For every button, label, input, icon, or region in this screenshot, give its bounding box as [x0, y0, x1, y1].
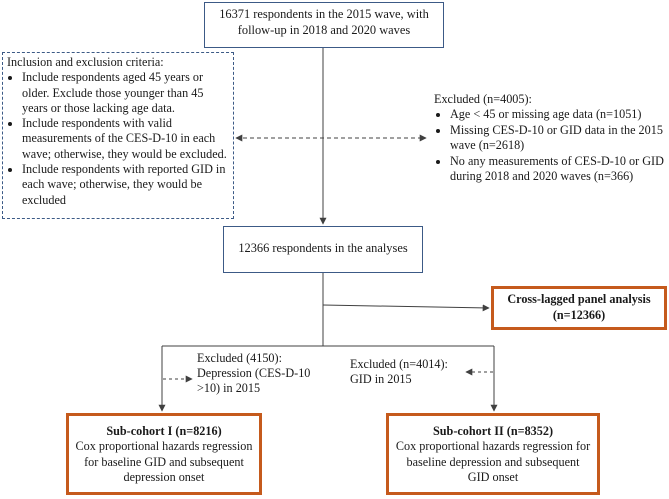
analysis-text: 12366 respondents in the analyses [238, 241, 408, 255]
cross-lagged-box: Cross-lagged panel analysis (n=12366) [491, 286, 667, 330]
subcohort1-desc: Cox proportional hazards regression for … [75, 439, 253, 485]
subcohort2-box: Sub-cohort II (n=8352) Cox proportional … [386, 413, 600, 495]
criteria-item: Include respondents with reported GID in… [22, 162, 229, 208]
criteria-item: Include respondents aged 45 years or old… [22, 70, 229, 116]
subcohort2-desc: Cox proportional hazards regression for … [395, 439, 591, 485]
criteria-box: Inclusion and exclusion criteria: Includ… [2, 52, 234, 219]
excluded-left-line2: Depression (CES-D-10 >10) in 2015 [197, 366, 311, 396]
excluded-right-line1: Excluded (n=4014): [350, 357, 448, 371]
top-cohort-text: 16371 respondents in the 2015 wave, with… [219, 7, 429, 37]
subcohort1-box: Sub-cohort I (n=8216) Cox proportional h… [66, 413, 262, 495]
criteria-title: Inclusion and exclusion criteria: [7, 55, 164, 69]
excluded-right-line2: GID in 2015 [350, 372, 412, 387]
excluded-main-item: Missing CES-D-10 or GID data in the 2015… [450, 123, 664, 154]
top-cohort-box: 16371 respondents in the 2015 wave, with… [204, 2, 444, 48]
excluded-main-title: Excluded (n=4005): [434, 92, 532, 106]
excluded-main-item: Age < 45 or missing age data (n=1051) [450, 107, 664, 122]
cross-lagged-title: Cross-lagged panel analysis [507, 292, 651, 306]
subcohort2-title: Sub-cohort II (n=8352) [432, 424, 554, 438]
arrow-to-cross-lagged [322, 304, 490, 312]
excluded-left: Excluded (4150): Depression (CES-D-10 >1… [197, 351, 313, 397]
subcohort1-title: Sub-cohort I (n=8216) [106, 424, 222, 438]
excluded-main: Excluded (n=4005): Age < 45 or missing a… [434, 92, 664, 184]
excluded-left-line1: Excluded (4150): [197, 351, 282, 365]
criteria-item: Include respondents with valid measureme… [22, 116, 229, 162]
cross-lagged-n: (n=12366) [552, 307, 606, 322]
analysis-box: 12366 respondents in the analyses [223, 226, 423, 273]
excluded-main-item: No any measurements of CES-D-10 or GID d… [450, 154, 664, 185]
excluded-right: Excluded (n=4014): GID in 2015 [350, 357, 470, 387]
